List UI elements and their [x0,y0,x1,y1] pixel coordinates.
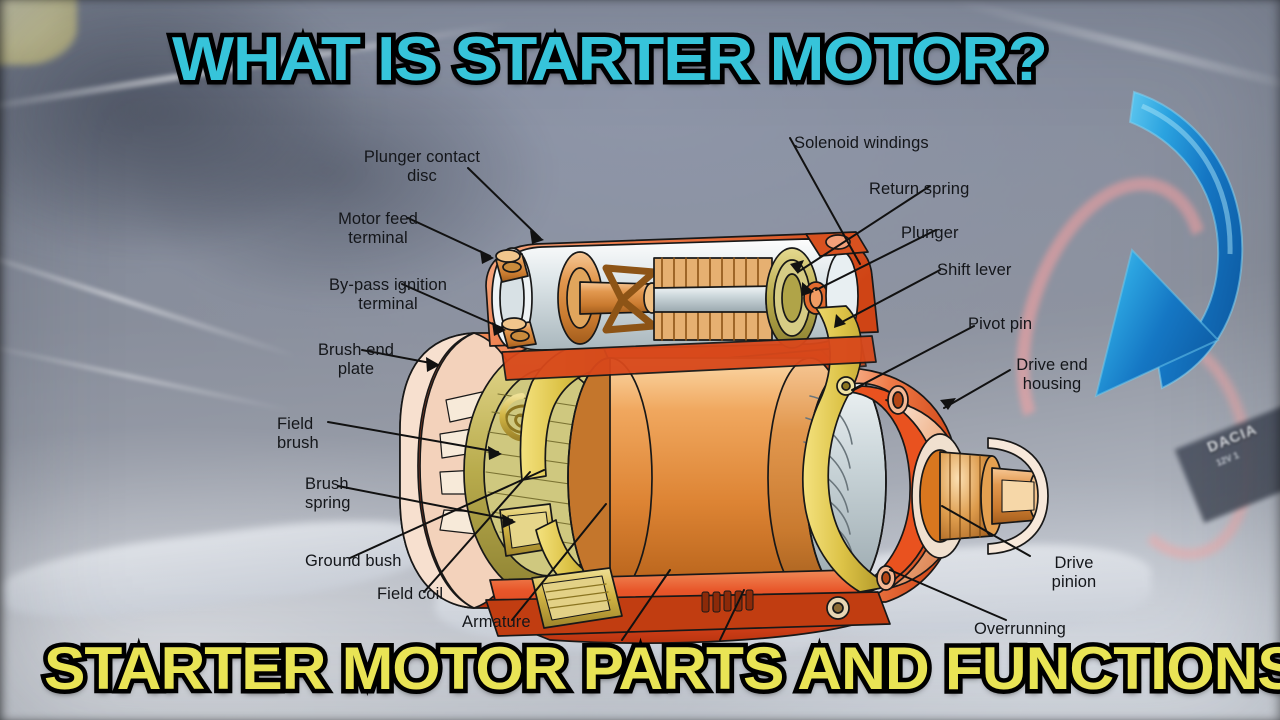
curved-down-left-arrow-icon [1090,78,1270,408]
label-plunger-contact-disc: Plunger contact disc [363,148,481,185]
label-pivot-pin: Pivot pin [968,315,1033,333]
label-overrunning-clutch: Overrunning [974,620,1066,638]
label-plunger: Plunger [901,224,959,242]
label-motor-feed-terminal: Motor feed terminal [338,210,418,247]
label-field-brush: Field brush [277,415,319,452]
engine-block-blur-right [0,0,461,303]
label-brush-end-plate: Brush end plate [317,341,395,378]
label-solenoid-windings: Solenoid windings [794,134,929,152]
page-title-top: WHAT IS STARTER MOTOR? [167,21,1052,99]
label-field-coil: Field coil [377,585,444,603]
label-return-spring: Return spring [869,180,970,198]
label-armature: Armature [462,613,531,631]
starter-motor-diagram [250,100,1050,660]
label-brush-spring: Brush spring [305,475,351,512]
label-shift-lever: Shift lever [937,261,1012,279]
label-ground-bush: Ground bush [305,552,402,570]
label-drive-pinion: Drive pinion [1051,554,1097,591]
label-by-pass-ignition-terminal: By-pass ignition terminal [328,276,448,313]
page-title-bottom: STARTER MOTOR PARTS AND FUNCTIONS [39,631,1280,707]
label-drive-end-housing: Drive end housing [1016,356,1088,393]
